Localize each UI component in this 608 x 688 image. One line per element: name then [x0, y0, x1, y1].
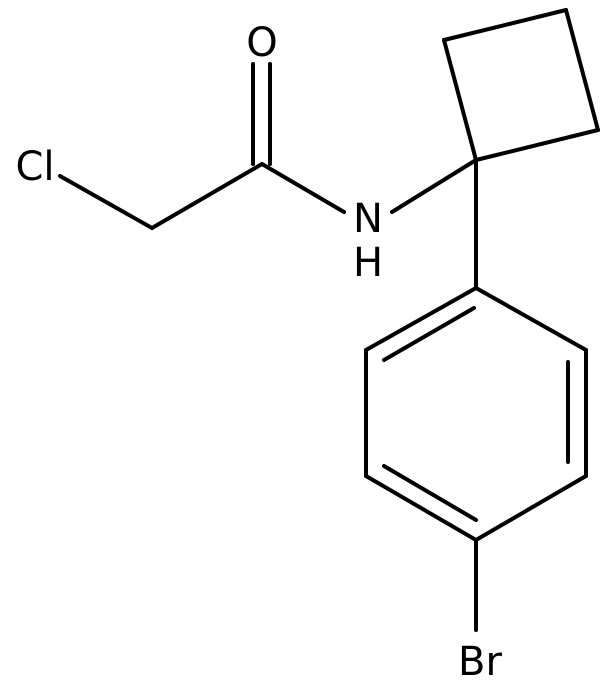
bond-ring-3-inner	[382, 464, 478, 522]
atom-label-amide-hydrogen: H	[353, 240, 383, 286]
atom-label-oxygen: O	[246, 20, 277, 66]
bond-cyclobutane-3	[564, 8, 600, 132]
bond-ring-3	[364, 474, 478, 542]
bond-cyclobutane-4	[474, 128, 600, 162]
atom-label-nitrogen: N	[353, 196, 383, 242]
bond-ring-4	[474, 474, 588, 542]
bond-n-quaternary-c	[390, 158, 478, 214]
bond-ring-1	[364, 286, 478, 352]
bond-ring-6	[474, 286, 588, 352]
bond-cl-ch2	[58, 174, 154, 230]
atom-label-chlorine: Cl	[15, 144, 54, 190]
bond-cyclobutane-1	[442, 38, 478, 162]
atom-label-bromine: Br	[458, 639, 502, 685]
bond-ch2-carbonyl	[150, 162, 264, 230]
bond-carbonyl-n	[260, 162, 346, 214]
bond-cyclobutane-2	[442, 8, 568, 42]
bond-ring-1-inner	[382, 306, 476, 362]
